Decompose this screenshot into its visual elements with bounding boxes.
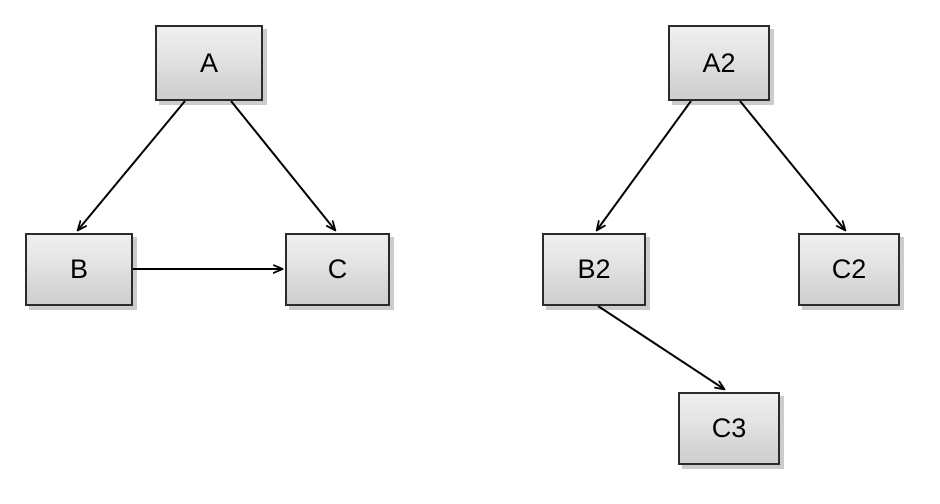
node-a2[interactable]: A2: [668, 25, 770, 101]
node-c3[interactable]: C3: [678, 392, 780, 465]
edge-a-to-b: [78, 100, 186, 230]
node-label: C3: [711, 413, 747, 443]
node-c[interactable]: C: [285, 233, 390, 306]
node-c2[interactable]: C2: [798, 233, 900, 306]
node-b2[interactable]: B2: [542, 233, 646, 306]
node-label: B2: [577, 254, 611, 284]
node-label: A: [199, 47, 218, 78]
edge-a-to-c: [230, 100, 335, 230]
node-label: C2: [831, 254, 867, 284]
edge-a2-to-c2: [739, 100, 845, 230]
node-a[interactable]: A: [155, 25, 263, 101]
node-label: C: [327, 254, 348, 284]
node-b[interactable]: B: [25, 233, 133, 306]
edge-b2-to-c3: [597, 305, 724, 389]
node-label: A2: [702, 47, 736, 78]
node-label: B: [69, 254, 88, 284]
edge-a2-to-b2: [597, 100, 692, 230]
